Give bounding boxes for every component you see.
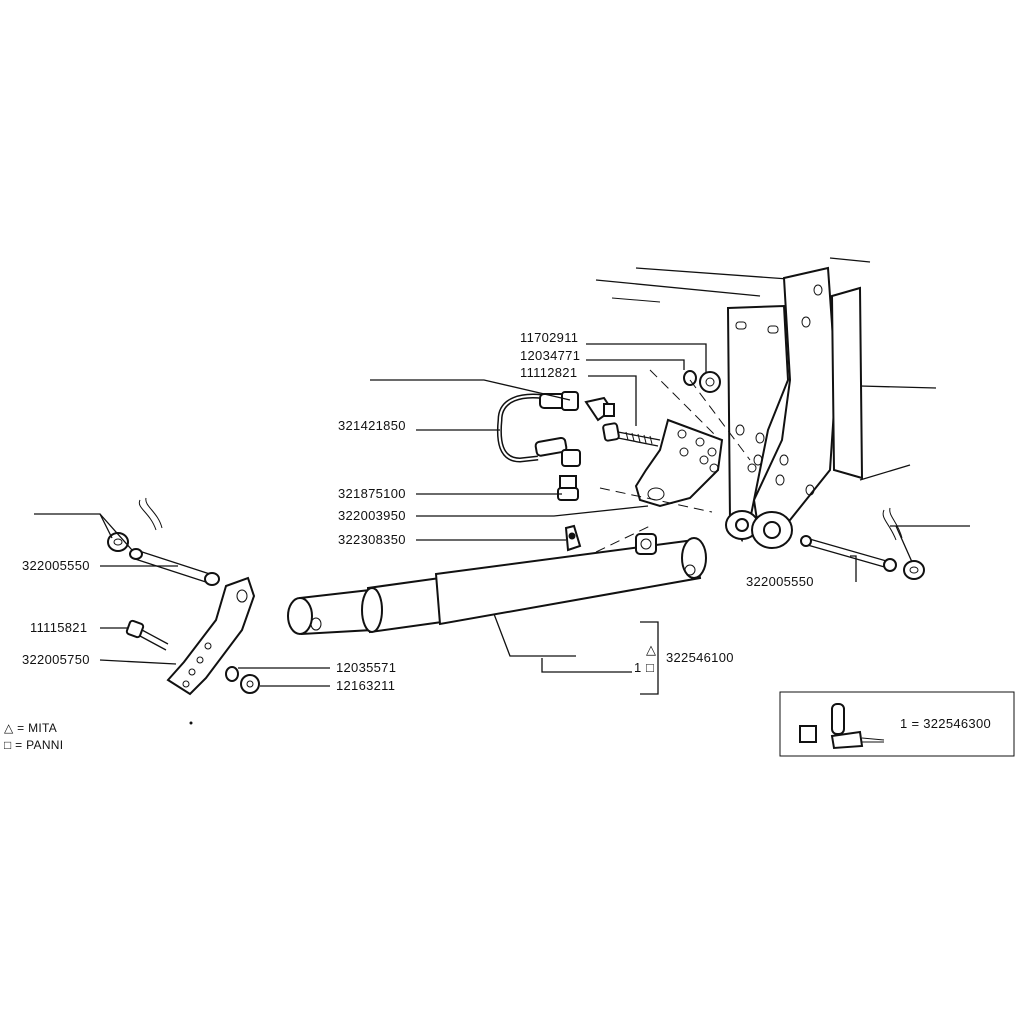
label-322308350: 322308350 bbox=[338, 532, 406, 547]
label-322005550-right: 322005550 bbox=[746, 574, 814, 589]
label-12034771: 12034771 bbox=[520, 348, 580, 363]
label-321875100: 321875100 bbox=[338, 486, 406, 501]
nut-12163211-drawing bbox=[240, 674, 260, 694]
label-11112821: 11112821 bbox=[520, 365, 577, 380]
label-322005750: 322005750 bbox=[22, 652, 90, 667]
leader-lines bbox=[34, 343, 970, 695]
bracket-triangle: △ bbox=[646, 642, 656, 657]
bolt-11112821-drawing bbox=[602, 422, 661, 447]
label-12035571: 12035571 bbox=[336, 660, 396, 675]
left-pin-drawing bbox=[107, 497, 220, 586]
label-322546100: 322546100 bbox=[666, 650, 734, 665]
fitting-322308350-drawing bbox=[564, 524, 582, 552]
legend-mita: △ = MITA bbox=[4, 721, 57, 735]
nut-11702911-drawing bbox=[699, 371, 721, 393]
legend-panni: □ = PANNI bbox=[4, 738, 63, 752]
bolt-11115821-drawing bbox=[125, 619, 169, 651]
label-11702911: 11702911 bbox=[520, 330, 578, 345]
fitting-321875100-drawing bbox=[557, 475, 579, 501]
bracket-square: □ bbox=[646, 660, 654, 675]
left-bracket-drawing bbox=[166, 576, 256, 696]
label-11115821: 11115821 bbox=[30, 620, 87, 635]
washer-12035571-drawing bbox=[225, 666, 239, 682]
tractor-frame bbox=[595, 257, 937, 549]
right-pin-drawing bbox=[800, 507, 925, 580]
kit-label: 1 = 322546300 bbox=[900, 716, 991, 731]
label-322005550-left: 322005550 bbox=[22, 558, 90, 573]
hydraulic-cylinder-drawing bbox=[287, 533, 707, 636]
hydraulic-hose-drawing bbox=[496, 391, 615, 467]
cylinder-mount-bracket bbox=[634, 418, 724, 508]
label-322003950: 322003950 bbox=[338, 508, 406, 523]
bracket-one: 1 bbox=[634, 660, 642, 675]
label-321421850: 321421850 bbox=[338, 418, 406, 433]
washer-12034771-drawing bbox=[683, 370, 697, 386]
label-12163211: 12163211 bbox=[336, 678, 395, 693]
kit-box: 1 = 322546300 bbox=[779, 691, 1015, 757]
